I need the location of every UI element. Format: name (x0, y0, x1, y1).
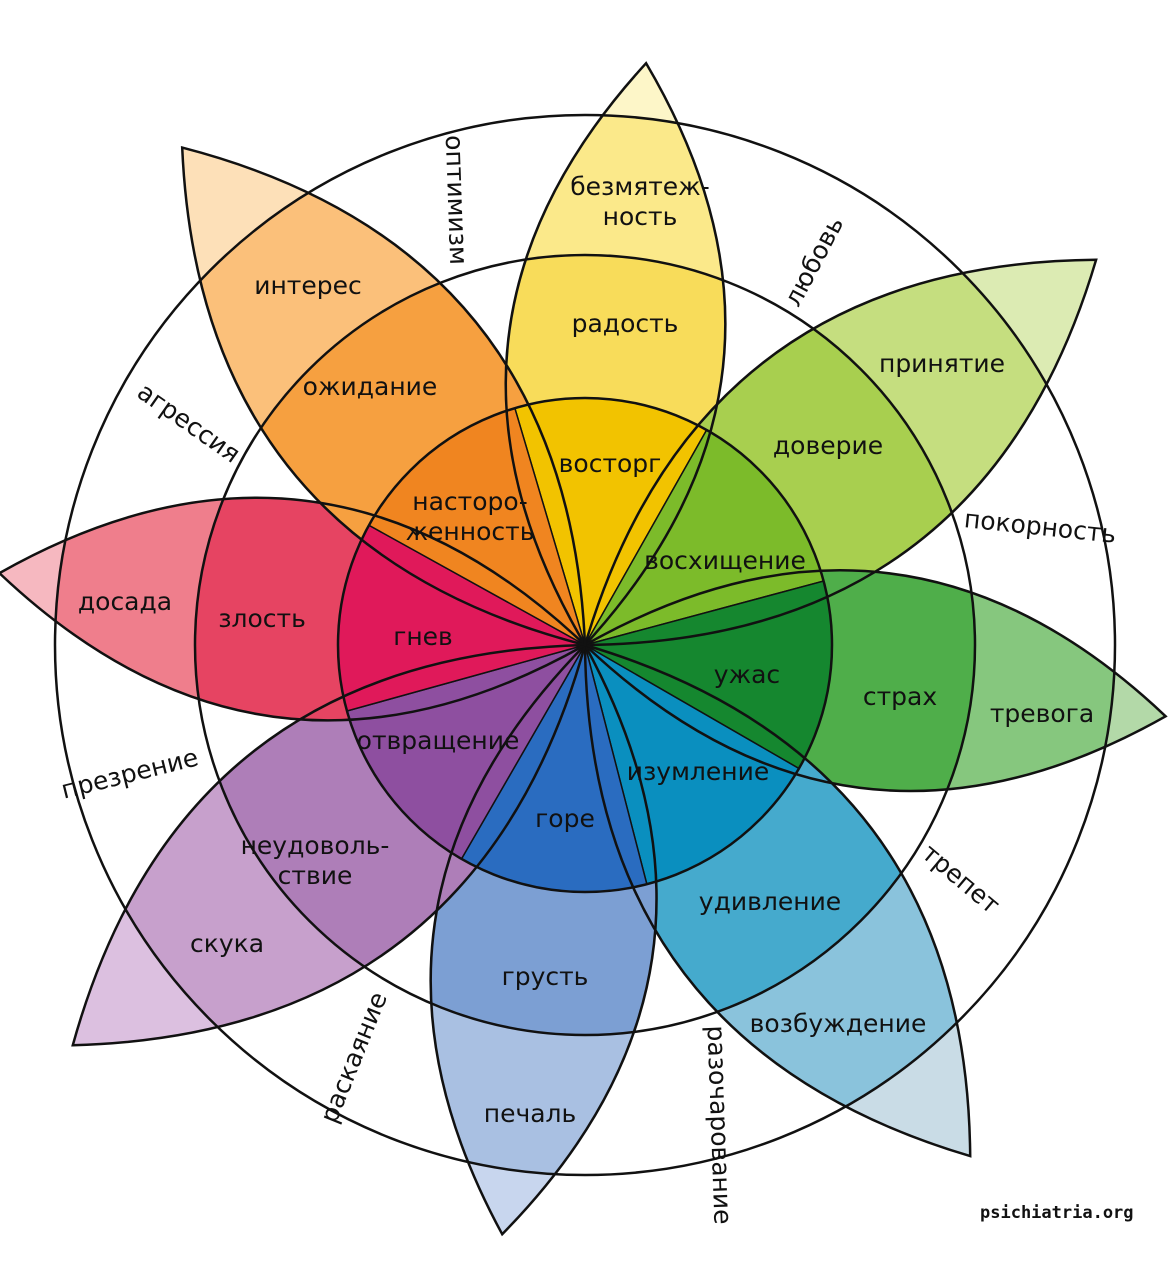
source-credit: psichiatria.org (980, 1203, 1134, 1223)
emotion-label-trust-1: доверие (773, 431, 883, 460)
petal-outline (0, 496, 588, 722)
dyad-label: презрение (58, 743, 201, 805)
petal-outline (429, 642, 658, 1237)
middle-circle (193, 253, 977, 1037)
emotion-label-joy-2: восторг (559, 449, 662, 478)
emotion-label-fear-1: страх (863, 682, 937, 711)
emotion-label-disgust-2: отвращение (357, 726, 520, 755)
emotion-label-sadness-0: печаль (484, 1099, 577, 1128)
petal-outline (583, 643, 972, 1158)
emotion-label-sadness-2: горе (535, 804, 595, 833)
dyad-label: оптимизм (440, 135, 474, 266)
petal-outline (180, 145, 587, 647)
emotion-label-trust-2: восхищение (644, 546, 806, 575)
emotion-label-anticipation-1: ожидание (303, 372, 438, 401)
emotion-label-surprise-2: изумление (627, 757, 770, 786)
petal-outline (504, 61, 727, 648)
dyad-label: раскаяние (314, 988, 393, 1127)
emotion-label-joy-1: радость (572, 309, 679, 338)
outer-circle (53, 113, 1117, 1177)
emotion-label-anger-1: злость (218, 604, 306, 633)
emotion-label-trust-0: принятие (879, 349, 1005, 378)
emotion-label-anger-2: гнев (393, 622, 453, 651)
petal-outline (71, 643, 587, 1047)
emotion-label-anticipation-2: настoро-женность (406, 487, 535, 546)
petal-outline (582, 569, 1168, 793)
emotion-label-fear-0: тревога (990, 699, 1094, 728)
dyad-label: трепет (916, 838, 1005, 919)
inner-circle (336, 396, 834, 894)
emotion-label-fear-2: ужас (714, 660, 780, 689)
emotion-label-surprise-1: удивление (699, 887, 841, 916)
dyad-label: агрессия (132, 377, 246, 469)
dyad-label: покорность (963, 504, 1118, 549)
dyad-label: разочарование (702, 1025, 738, 1225)
petal-outline (583, 258, 1098, 647)
dyad-label: любовь (778, 212, 849, 311)
emotion-label-joy-0: безмятеж-ность (570, 172, 709, 231)
emotion-label-anger-0: досада (78, 587, 172, 616)
emotion-label-sadness-1: грусть (502, 962, 589, 991)
emotion-label-anticipation-0: интерес (254, 271, 362, 300)
emotion-label-disgust-0: скука (190, 929, 264, 958)
emotion-label-disgust-1: неудоволь-ствие (241, 831, 390, 890)
emotion-label-surprise-0: возбуждение (750, 1009, 927, 1038)
